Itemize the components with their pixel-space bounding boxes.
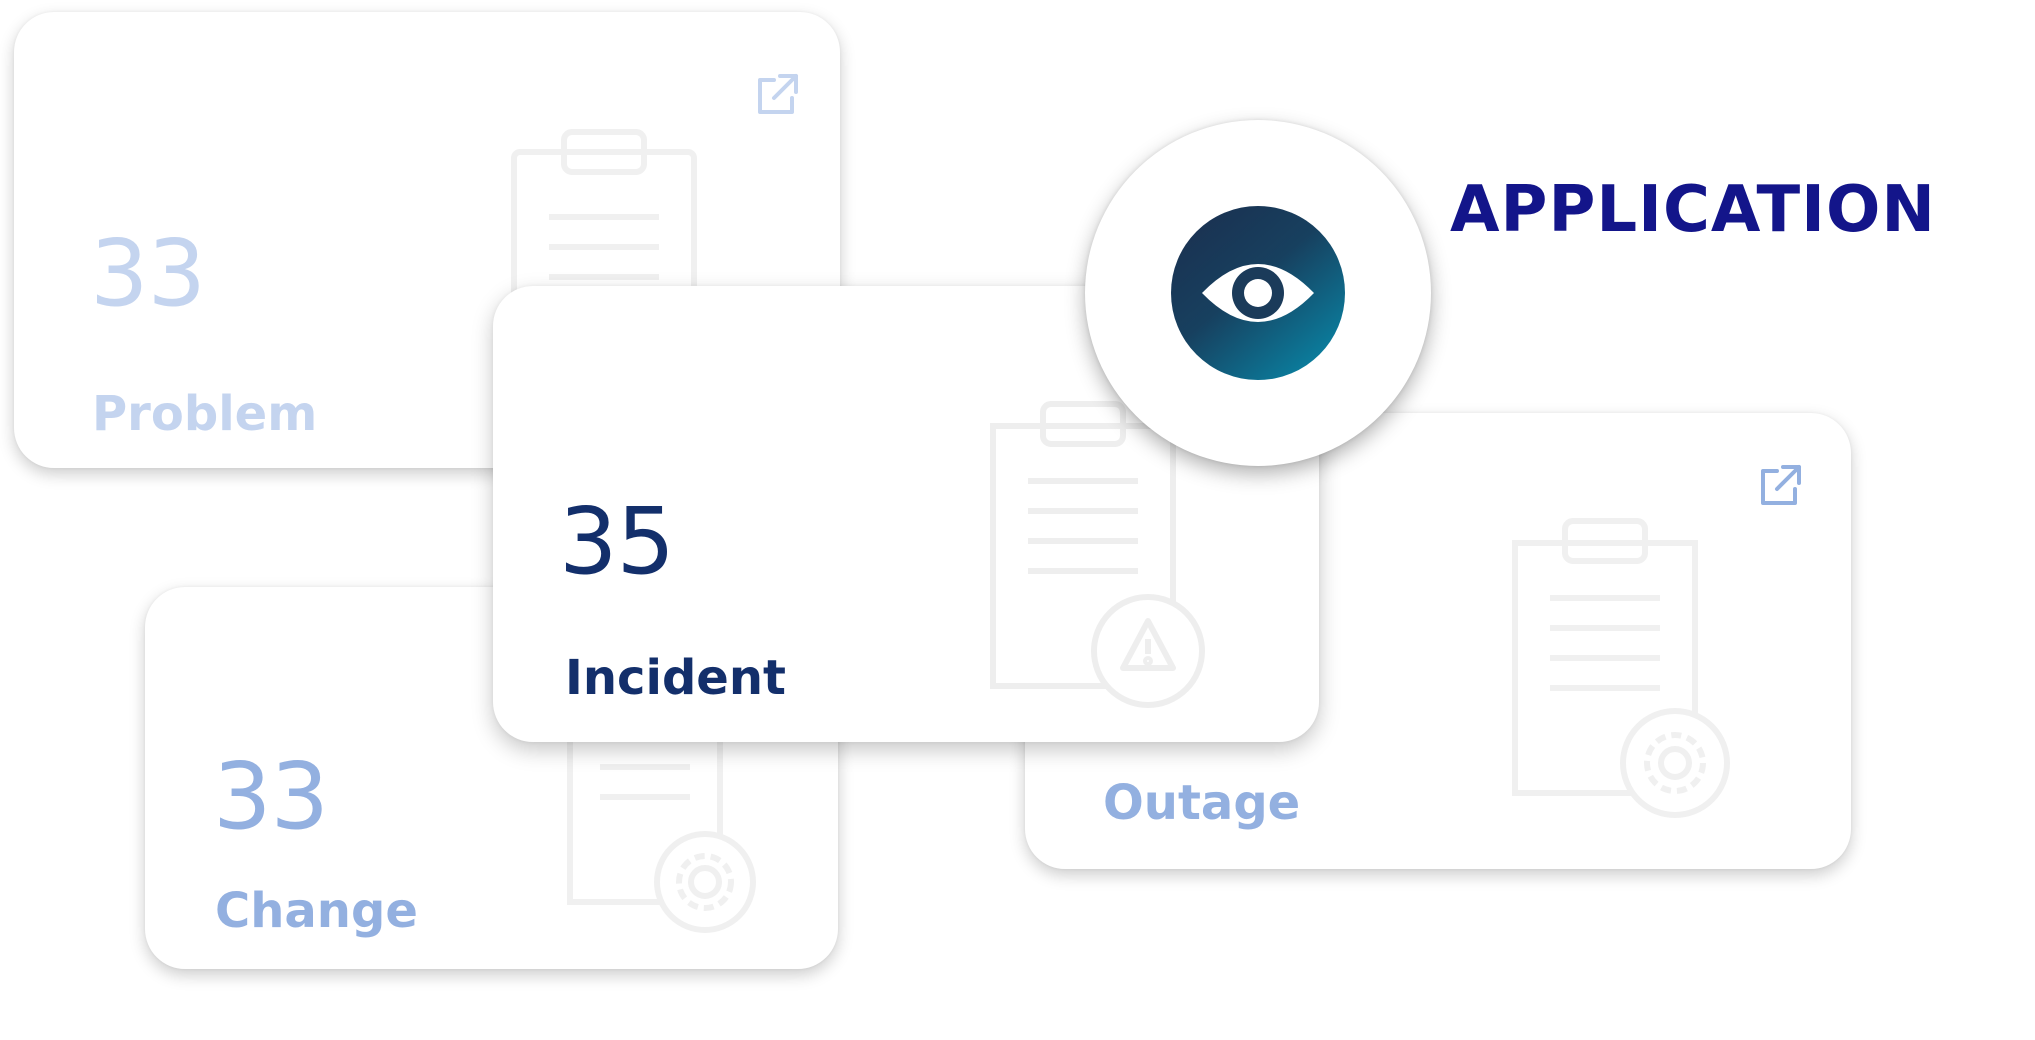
external-link-icon[interactable] — [1755, 461, 1805, 511]
incident-count: 35 — [559, 488, 675, 595]
problem-card[interactable]: 33 Problem — [14, 12, 840, 468]
application-badge — [1085, 120, 1431, 466]
application-title: APPLICATION — [1450, 173, 1936, 247]
outage-label: Outage — [1103, 775, 1301, 831]
change-label: Change — [215, 883, 418, 939]
incident-label: Incident — [565, 650, 786, 706]
clipboard-warning-icon — [983, 396, 1213, 720]
clipboard-gear-icon — [1505, 513, 1735, 837]
problem-label: Problem — [92, 386, 318, 442]
external-link-icon[interactable] — [752, 70, 802, 120]
eye-icon — [1171, 206, 1345, 380]
problem-count: 33 — [90, 220, 206, 327]
change-count: 33 — [213, 743, 329, 850]
